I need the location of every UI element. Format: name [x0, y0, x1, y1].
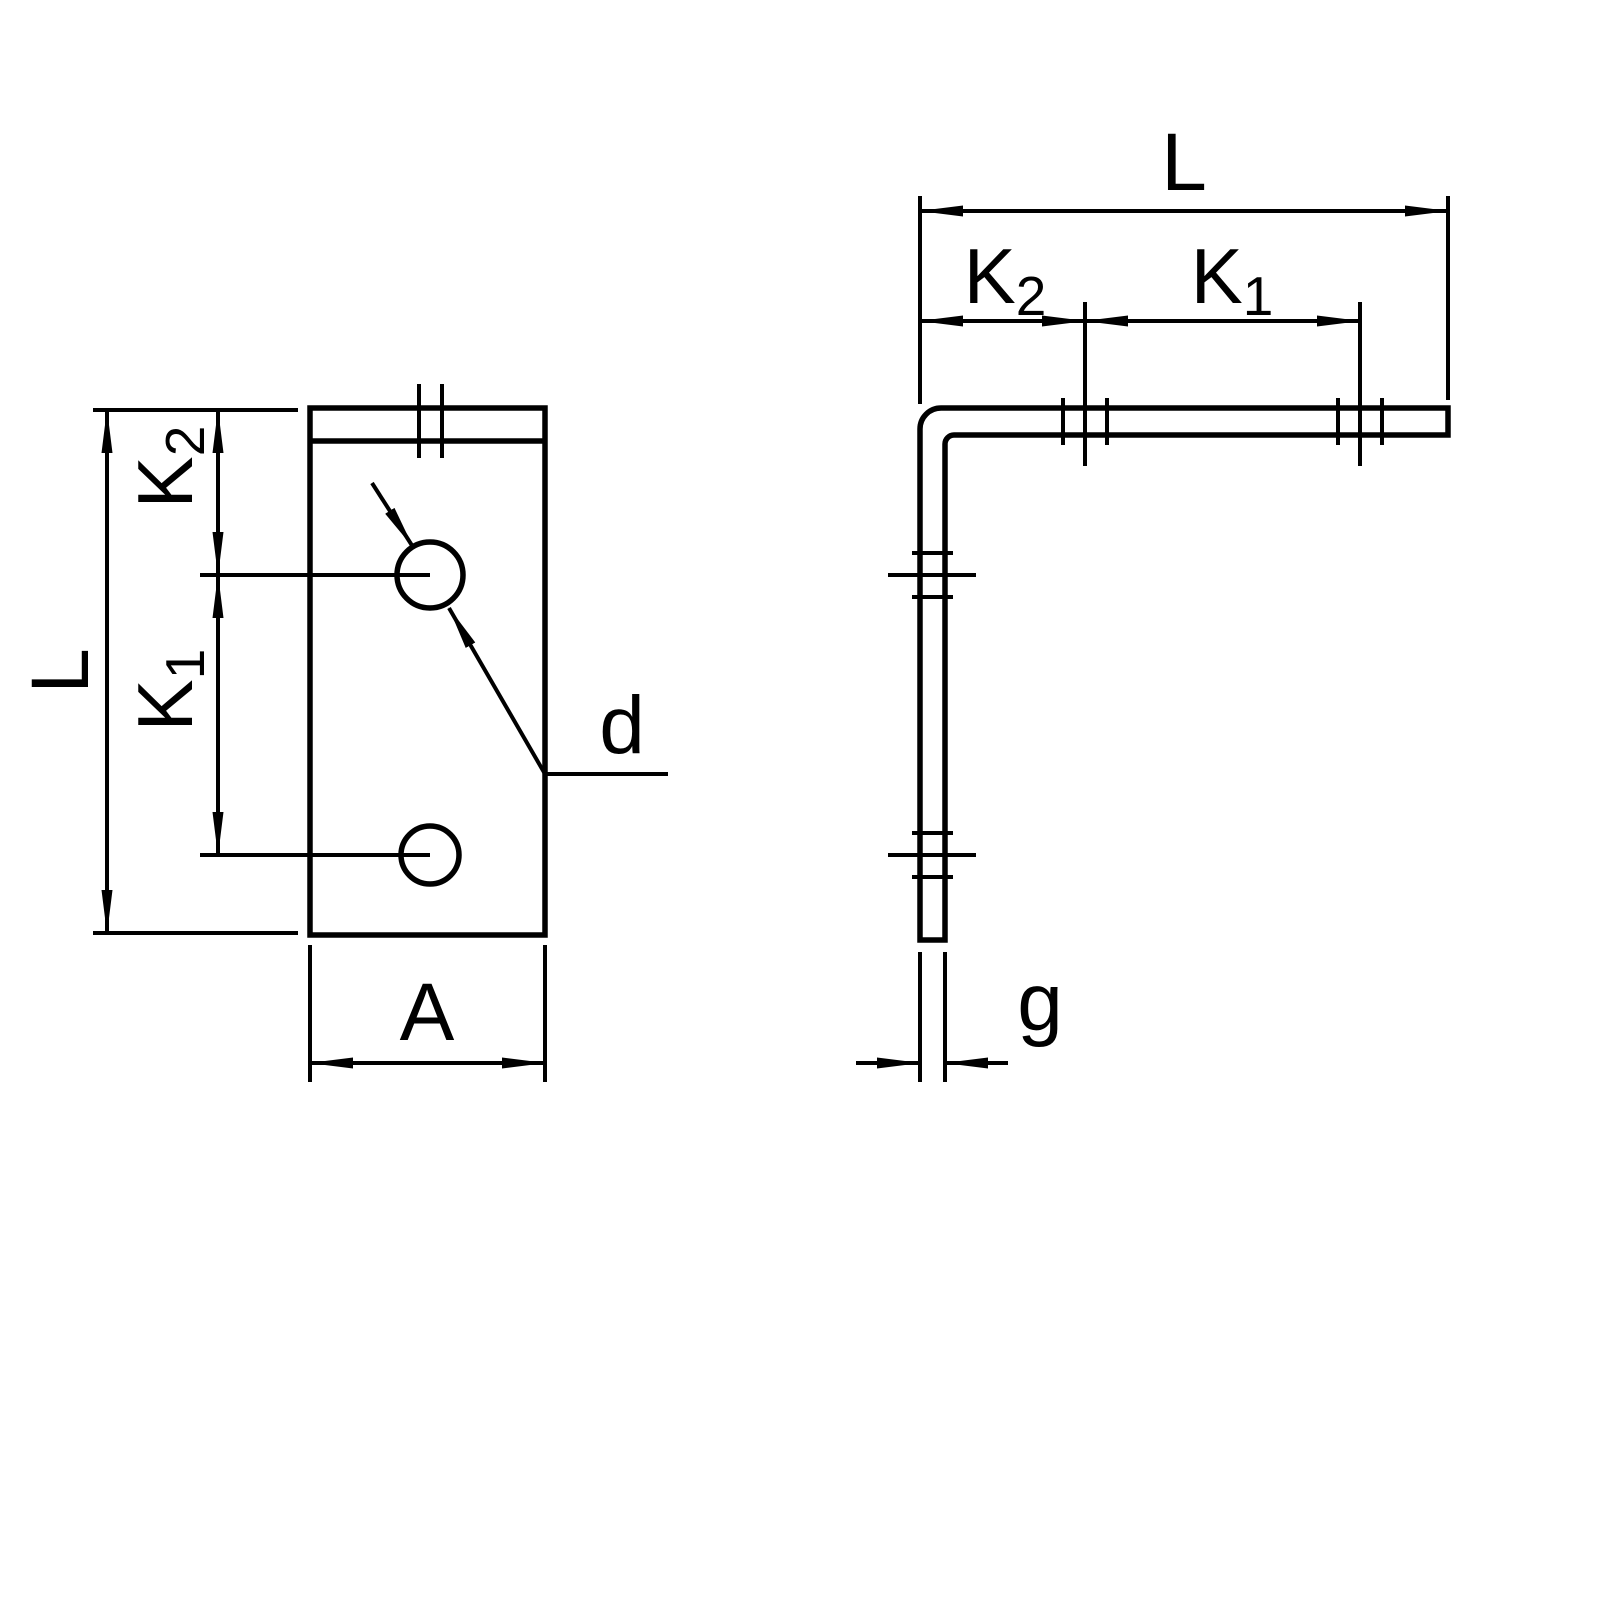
leader-d: d — [370, 481, 668, 776]
dim-K1-front: K1 — [121, 574, 430, 857]
dim-K1-side: K1 — [1084, 232, 1361, 327]
dim-L-front: L — [15, 408, 298, 935]
dim-L-side: L — [918, 117, 1450, 404]
bracket-plate-outline — [307, 405, 548, 938]
dim-label-g: g — [1017, 957, 1063, 1048]
dim-label-K1: K1 — [1191, 232, 1274, 327]
dim-g: g — [856, 952, 1063, 1082]
front-view: L K2 K1 A d — [15, 384, 668, 1082]
dim-label-L: L — [15, 648, 106, 694]
side-view: L K2 K1 g — [856, 117, 1451, 1082]
dim-label-A: A — [400, 967, 455, 1058]
dim-A: A — [308, 945, 547, 1082]
dim-K2-side: K2 — [919, 232, 1086, 327]
dim-label-K2: K2 — [121, 426, 216, 509]
bracket-profile — [917, 405, 1451, 943]
dim-label-L: L — [1161, 117, 1207, 208]
dim-label-K2: K2 — [964, 232, 1047, 327]
dim-label-d: d — [599, 680, 645, 771]
leader-arrow-line — [370, 481, 415, 549]
leader-arrow-line — [447, 606, 547, 776]
dim-label-K1: K1 — [121, 649, 216, 732]
dim-K2-front: K2 — [121, 409, 430, 577]
